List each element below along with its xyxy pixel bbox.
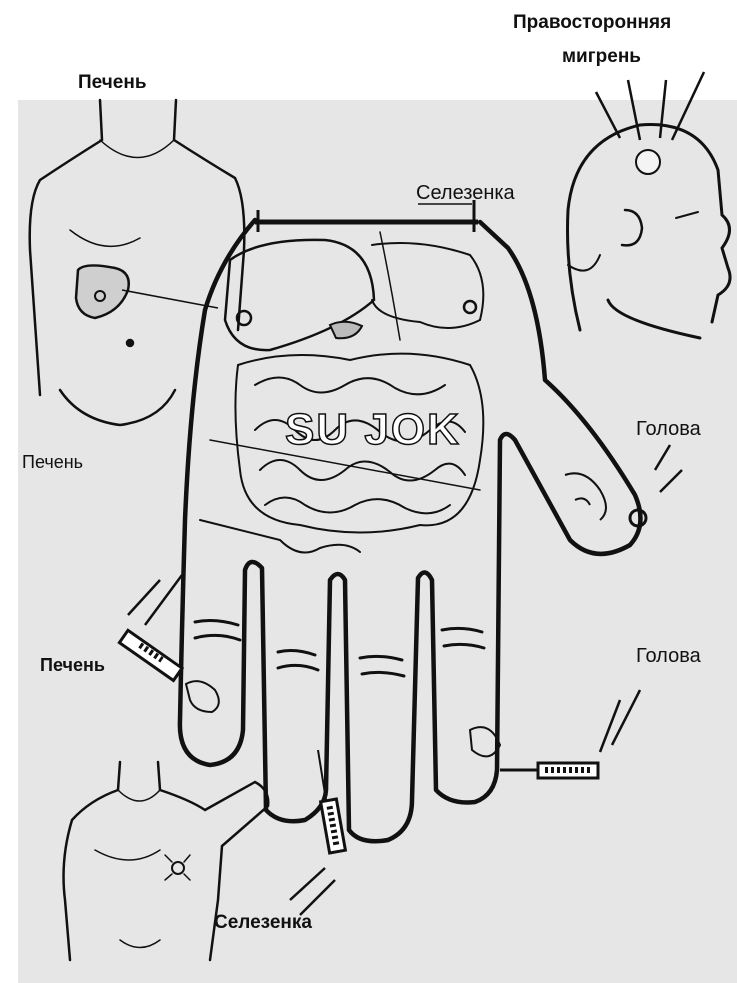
label-right-migraine-line1: Правосторонняя	[513, 12, 671, 34]
label-head-bottom: Голова	[636, 645, 701, 668]
label-head-thumb: Голова	[636, 418, 701, 441]
label-liver-finger: Печень	[40, 655, 105, 676]
intestine-letters: SU JOK	[285, 405, 461, 455]
label-liver-torso: Печень	[22, 452, 83, 473]
label-spleen-bottom: Селезенка	[214, 912, 312, 934]
label-liver-title: Печень	[78, 72, 147, 94]
label-spleen-top: Селезенка	[416, 182, 515, 205]
background-panel	[18, 100, 737, 983]
label-right-migraine-line2: мигрень	[562, 46, 641, 68]
